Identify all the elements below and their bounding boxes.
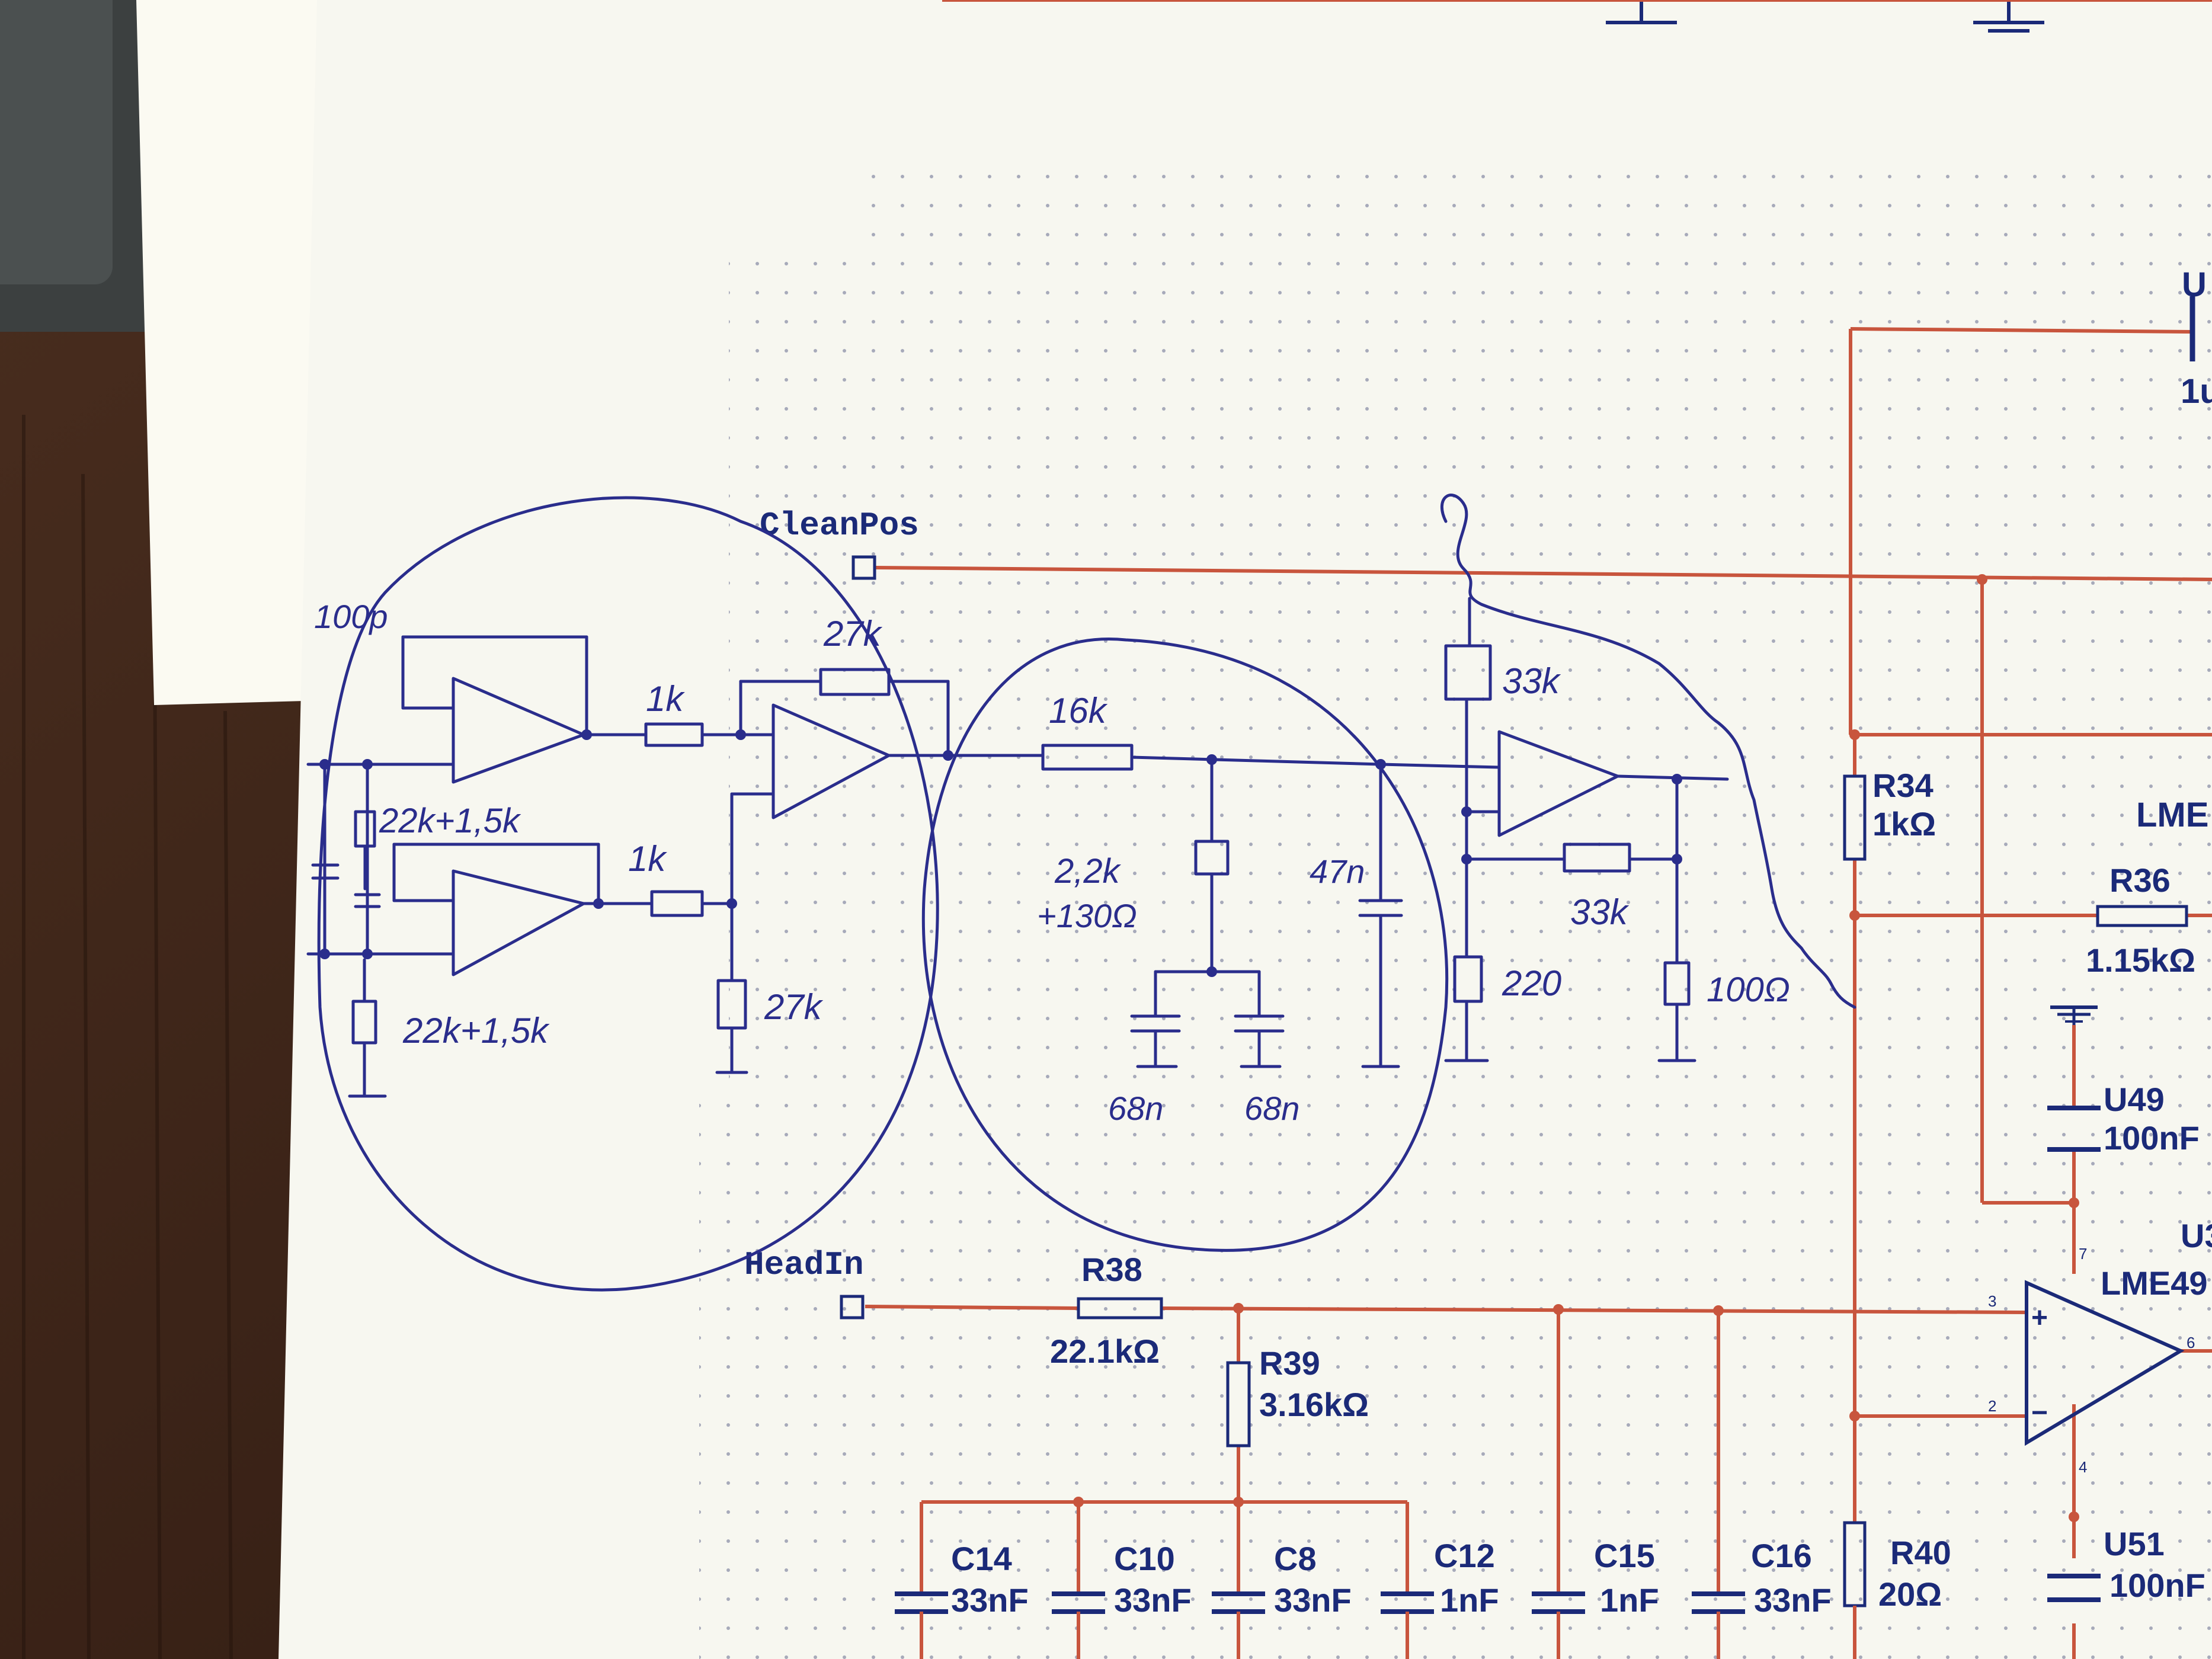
- ink-ellipse-middle: [921, 638, 1449, 1252]
- headin-label: HeadIn: [744, 1246, 864, 1284]
- r34-value: 1kΩ: [1872, 805, 1936, 843]
- hw-100p: 100p: [314, 598, 388, 635]
- pin-6: 6: [2187, 1334, 2195, 1351]
- r38-ref: R38: [1081, 1251, 1142, 1288]
- u49-ref: U49: [2104, 1081, 2165, 1118]
- top-ground-symbols: [942, 0, 2212, 33]
- u-top-ref: U: [2182, 265, 2207, 304]
- u3-part: LME49: [2101, 1264, 2208, 1302]
- r40-ref: R40: [1890, 1534, 1951, 1571]
- r39-value: 3.16kΩ: [1259, 1386, 1369, 1423]
- lme-partial: LME: [2136, 796, 2208, 834]
- dot-grid: [699, 166, 2212, 1659]
- ink-junctions: [319, 729, 1682, 977]
- pin-2: 2: [1988, 1397, 1996, 1415]
- u51-value: 100nF: [2109, 1567, 2205, 1604]
- cleanpos-label: CleanPos: [760, 507, 919, 545]
- hw-27k-side: 27k: [764, 987, 824, 1027]
- hw-16k: 16k: [1049, 691, 1108, 731]
- u51-ref: U51: [2104, 1525, 2165, 1562]
- c15-ref: C15: [1594, 1537, 1655, 1574]
- r38-value: 22.1kΩ: [1050, 1333, 1160, 1370]
- c12-value: 1nF: [1440, 1581, 1499, 1619]
- hw-1k-bottom: 1k: [628, 839, 667, 879]
- u49-value: 100nF: [2104, 1119, 2200, 1157]
- hw-33k-top: 33k: [1502, 661, 1561, 701]
- c10-value: 33nF: [1114, 1581, 1192, 1619]
- hw-47n: 47n: [1310, 853, 1365, 890]
- hw-33k-fb: 33k: [1570, 892, 1630, 932]
- printed-junctions: [1073, 574, 2079, 1522]
- r36-ref: R36: [2109, 861, 2171, 899]
- hw-100ohm: 100Ω: [1707, 971, 1790, 1009]
- u-top-value: 1u: [2181, 372, 2212, 411]
- r34-ref: R34: [1872, 767, 1934, 804]
- ink-squiggle-right: [1440, 494, 1856, 1009]
- c10-ref: C10: [1114, 1540, 1175, 1577]
- hw-220: 220: [1502, 963, 1561, 1003]
- r39-ref: R39: [1259, 1344, 1320, 1382]
- hw-1k-top: 1k: [646, 679, 685, 719]
- opamp-plus: +: [2031, 1302, 2048, 1334]
- pin-3: 3: [1988, 1292, 1996, 1310]
- pin-7: 7: [2079, 1245, 2087, 1263]
- c15-value: 1nF: [1600, 1581, 1659, 1619]
- ink-ellipse-left: [317, 496, 939, 1292]
- hw-27k-top: 27k: [823, 614, 883, 654]
- hw-22k-top: 22k+1,5k: [379, 802, 521, 840]
- hw-68n-right: 68n: [1244, 1090, 1299, 1127]
- c14-value: 33nF: [951, 1581, 1029, 1619]
- r40-value: 20Ω: [1878, 1575, 1942, 1613]
- c8-ref: C8: [1274, 1540, 1317, 1577]
- c16-value: 33nF: [1754, 1581, 1832, 1619]
- c14-ref: C14: [951, 1540, 1012, 1577]
- c12-ref: C12: [1434, 1537, 1495, 1574]
- u3-ref: U3: [2181, 1217, 2212, 1254]
- hw-22k-bottom: 22k+1,5k: [402, 1011, 550, 1051]
- wood-grain: [22, 415, 233, 1659]
- hw-68n-left: 68n: [1108, 1090, 1163, 1127]
- r36-value: 1.15kΩ: [2086, 941, 2195, 979]
- hw-130: +130Ω: [1037, 897, 1137, 934]
- printed-components: [840, 296, 2195, 1659]
- c8-value: 33nF: [1274, 1581, 1352, 1619]
- hw-2k2: 2,2k: [1054, 852, 1122, 891]
- opamp-minus: −: [2031, 1397, 2048, 1429]
- pin-4: 4: [2079, 1458, 2087, 1476]
- c16-ref: C16: [1751, 1537, 1812, 1574]
